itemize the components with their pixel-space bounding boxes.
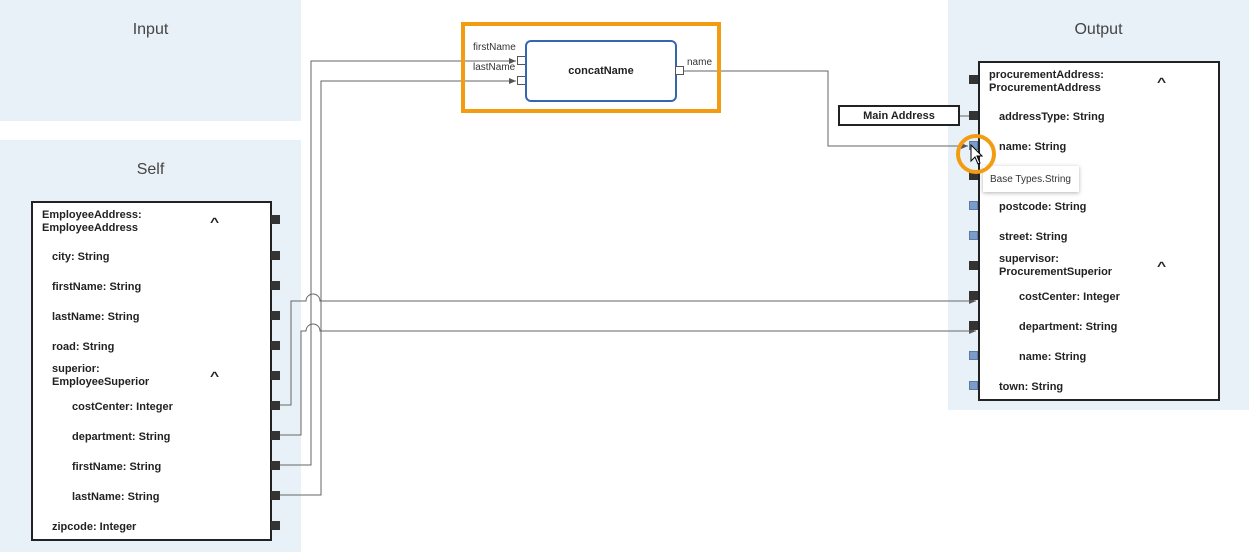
out-port-header[interactable]: [969, 75, 978, 84]
wire-costcenter: [279, 293, 976, 406]
type-tooltip: Base Types.String: [983, 166, 1079, 192]
supervisor-line1: supervisor:: [999, 253, 1059, 265]
out-field-supervisor[interactable]: supervisor: ProcurementSuperior: [999, 253, 1112, 279]
field-sup-firstname[interactable]: firstName: String: [72, 461, 162, 473]
out-port-town[interactable]: [969, 381, 978, 390]
function-output-port[interactable]: [675, 66, 684, 75]
field-lastname[interactable]: lastName: String: [52, 311, 140, 323]
out-port-postcode[interactable]: [969, 201, 978, 210]
field-department[interactable]: department: String: [72, 431, 171, 443]
field-firstname[interactable]: firstName: String: [52, 281, 142, 293]
wire-lastname-concat: [279, 78, 516, 496]
constant-node[interactable]: Main Address: [838, 105, 960, 126]
self-header-line1: EmployeeAddress:: [42, 209, 142, 221]
wire-department: [279, 323, 976, 436]
field-road[interactable]: road: String: [52, 341, 115, 353]
input-panel: Input: [0, 0, 301, 121]
field-zipcode[interactable]: zipcode: Integer: [52, 521, 137, 533]
out-port-department[interactable]: [969, 321, 978, 330]
out-field-department[interactable]: department: String: [1019, 321, 1118, 333]
port-firstname[interactable]: [271, 281, 280, 290]
port-city[interactable]: [271, 251, 280, 260]
output-header-line1: procurementAddress:: [989, 69, 1104, 81]
out-port-costcenter[interactable]: [969, 291, 978, 300]
port-zipcode[interactable]: [271, 521, 280, 530]
port-sup-firstname[interactable]: [271, 461, 280, 470]
collapse-icon[interactable]: ^: [209, 369, 220, 383]
out-port-sup-name[interactable]: [969, 351, 978, 360]
highlight-ring: [956, 134, 996, 174]
out-field-postcode[interactable]: postcode: String: [999, 201, 1087, 213]
out-port-supervisor[interactable]: [969, 261, 978, 270]
out-field-town[interactable]: town: String: [999, 381, 1064, 393]
self-panel-title: Self: [136, 161, 165, 178]
collapse-icon[interactable]: ^: [1156, 259, 1167, 273]
function-output-label: name: [687, 57, 713, 68]
output-node-header: procurementAddress: ProcurementAddress: [989, 69, 1104, 95]
out-port-addresstype[interactable]: [969, 111, 978, 120]
function-input-lastname-label: lastName: [473, 62, 516, 73]
field-sup-lastname[interactable]: lastName: String: [72, 491, 160, 503]
superior-line1: superior:: [52, 363, 100, 375]
out-field-name[interactable]: name: String: [999, 141, 1067, 153]
constant-value: Main Address: [863, 109, 935, 122]
self-node-header: EmployeeAddress: EmployeeAddress: [42, 209, 142, 235]
output-panel-title: Output: [1074, 21, 1123, 38]
out-port-street[interactable]: [969, 231, 978, 240]
field-costcenter[interactable]: costCenter: Integer: [72, 401, 173, 413]
port-sup-lastname[interactable]: [271, 491, 280, 500]
collapse-icon[interactable]: ^: [1156, 75, 1167, 89]
port-self-header[interactable]: [271, 215, 280, 224]
field-superior[interactable]: superior: EmployeeSuperior: [52, 363, 149, 389]
port-department[interactable]: [271, 431, 280, 440]
superior-line2: EmployeeSuperior: [52, 376, 150, 388]
field-city[interactable]: city: String: [52, 251, 110, 263]
output-node[interactable]: procurementAddress: ProcurementAddress ^…: [978, 61, 1220, 401]
function-name: concatName: [568, 65, 634, 77]
out-field-street[interactable]: street: String: [999, 231, 1068, 243]
input-panel-title: Input: [132, 21, 169, 38]
self-header-line2: EmployeeAddress: [42, 222, 138, 234]
port-superior[interactable]: [271, 371, 280, 380]
output-header-line2: ProcurementAddress: [989, 82, 1101, 94]
port-road[interactable]: [271, 341, 280, 350]
collapse-icon[interactable]: ^: [209, 215, 220, 229]
supervisor-line2: ProcurementSuperior: [999, 266, 1113, 278]
concat-function-node[interactable]: concatName: [525, 40, 677, 102]
out-port-hidden[interactable]: [969, 171, 978, 180]
out-field-sup-name[interactable]: name: String: [1019, 351, 1087, 363]
port-costcenter[interactable]: [271, 401, 280, 410]
function-input-firstname-label: firstName: [473, 42, 516, 53]
mouse-cursor-icon: [970, 144, 984, 165]
wire-firstname-concat: [279, 58, 516, 466]
out-field-addresstype[interactable]: addressType: String: [999, 111, 1105, 123]
self-node[interactable]: EmployeeAddress: EmployeeAddress ^ city:…: [31, 201, 272, 541]
port-lastname[interactable]: [271, 311, 280, 320]
function-highlight-frame: [461, 22, 721, 113]
out-field-costcenter[interactable]: costCenter: Integer: [1019, 291, 1120, 303]
